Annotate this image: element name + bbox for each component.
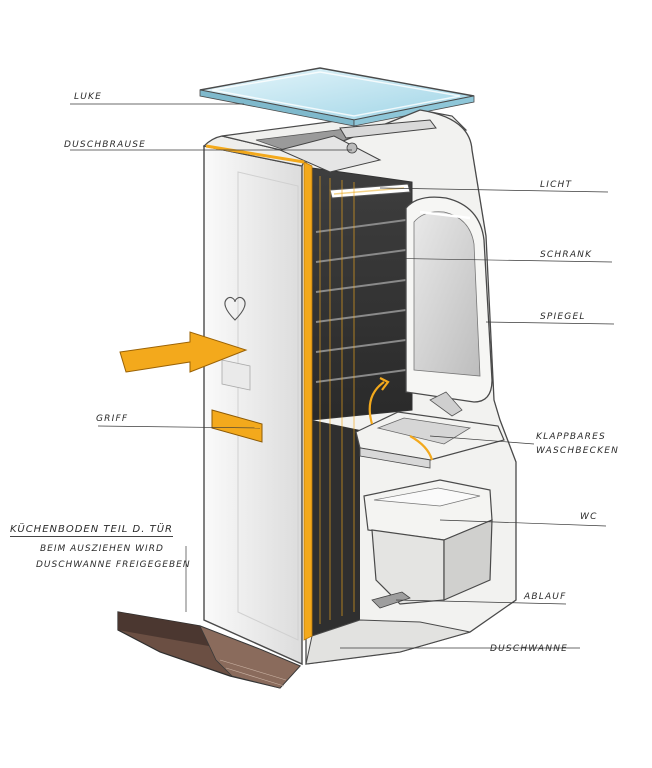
kitchen-floor-panel: [117, 611, 302, 689]
label-wc: WC: [580, 512, 598, 522]
label-duschwanne: DUSCHWANNE: [490, 644, 569, 654]
drain: [371, 591, 411, 609]
label-licht: LICHT: [540, 180, 573, 190]
wc-toilet: [363, 479, 493, 605]
shower-head: [278, 119, 437, 173]
note-line2: DUSCHWANNE FREIGEGEBEN: [36, 560, 191, 570]
note-line1: BEIM AUSZIEHEN WIRD: [40, 544, 164, 554]
label-waschbecken: WASCHBECKEN: [536, 446, 620, 456]
shower-tray: [305, 619, 471, 665]
door-accent-strip: [205, 144, 355, 641]
label-ablauf: ABLAUF: [524, 592, 567, 602]
cabin-shell: [202, 135, 307, 666]
label-luke: LUKE: [74, 92, 102, 102]
handle: [211, 409, 263, 443]
door-panel: [221, 359, 251, 391]
label-klappbares: KLAPPBARES: [536, 432, 606, 442]
light-fixture: [329, 183, 411, 199]
leader-lines: [70, 103, 615, 649]
label-griff: GRIFF: [96, 414, 129, 424]
label-schrank: SCHRANK: [540, 250, 593, 260]
label-duschbrause: DUSCHBRAUSE: [64, 140, 147, 150]
label-spiegel: SPIEGEL: [540, 312, 586, 322]
mirror-cabinet: [405, 196, 493, 403]
heart-icon: [224, 296, 246, 321]
fold-arrows-icon: [368, 377, 434, 461]
note-title: KÜCHENBODEN TEIL D. TÜR: [10, 524, 173, 537]
slide-arrow-icon: [119, 331, 248, 373]
hatch-glass: [199, 67, 475, 127]
